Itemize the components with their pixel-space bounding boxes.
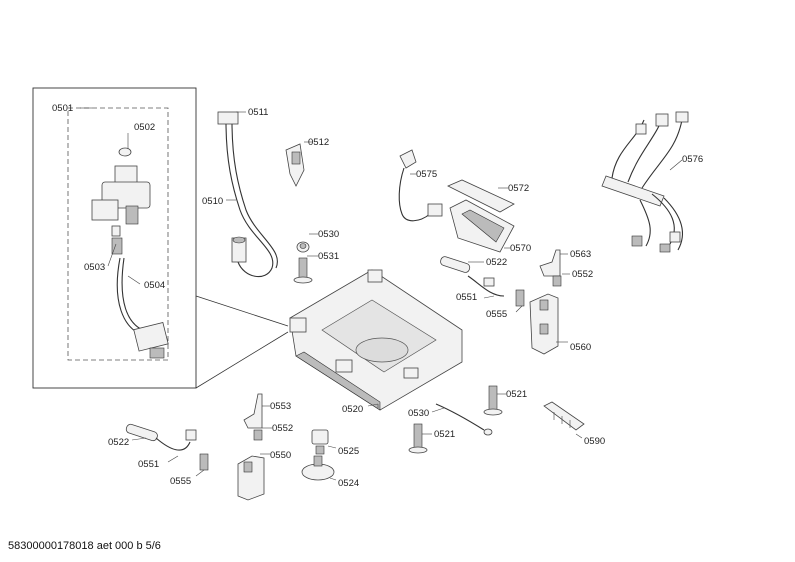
disc-part-0524 — [301, 455, 337, 481]
drain-hose-part — [217, 111, 278, 278]
label-0524: 0524 — [338, 478, 359, 489]
sensor-cable-part-0575 — [398, 149, 443, 222]
label-0555-left: 0555 — [170, 476, 191, 487]
holder-part-0570 — [449, 199, 515, 253]
clip-part-0552b — [253, 427, 272, 441]
drain-hose-leaders — [226, 111, 246, 201]
wiring-harness-part — [601, 111, 689, 253]
label-0575: 0575 — [416, 169, 437, 180]
hook-part-0555b — [195, 453, 209, 477]
detail-hose-part — [116, 257, 169, 359]
hinge-part-0563 — [539, 249, 568, 277]
label-0553: 0553 — [270, 401, 291, 412]
label-0550: 0550 — [270, 450, 291, 461]
label-0501: 0501 — [52, 103, 73, 114]
label-0552-right: 0552 — [572, 269, 593, 280]
label-0520: 0520 — [342, 404, 363, 415]
clip-part-0512 — [285, 141, 312, 187]
label-0525: 0525 — [338, 446, 359, 457]
spring-part-0522a — [440, 256, 484, 273]
label-0576: 0576 — [682, 154, 703, 165]
clip-part-0552a — [552, 273, 570, 287]
base-tub-part — [289, 269, 463, 411]
label-0522-right: 0522 — [486, 257, 507, 268]
hook-part-0555a — [515, 289, 525, 313]
label-0590: 0590 — [584, 436, 605, 447]
label-0503: 0503 — [84, 262, 105, 273]
label-0551-left: 0551 — [138, 459, 159, 470]
label-0560: 0560 — [570, 342, 591, 353]
label-0512: 0512 — [308, 137, 329, 148]
document-id: 58300000178018 aet 000 b 5/6 — [8, 540, 161, 552]
foot-screw-part-0531 — [293, 255, 318, 284]
spring-part-0522b — [125, 423, 158, 442]
detail-box — [32, 87, 289, 389]
label-0551-right: 0551 — [456, 292, 477, 303]
label-0530-top: 0530 — [318, 229, 339, 240]
label-0510: 0510 — [202, 196, 223, 207]
label-0521-left: 0521 — [434, 429, 455, 440]
strip-part-0590 — [543, 401, 585, 439]
detail-callout-line-bottom — [195, 331, 289, 389]
foot-screw-part-0521b — [408, 423, 432, 454]
bracket-part-0550 — [237, 453, 270, 501]
label-0521-right: 0521 — [506, 389, 527, 400]
bracket-part-0560 — [529, 293, 568, 355]
label-0555-right: 0555 — [486, 309, 507, 320]
clip-part-0525 — [311, 429, 337, 455]
label-0572: 0572 — [508, 183, 529, 194]
detail-leaders — [80, 107, 141, 285]
cable-part-0530b — [431, 403, 493, 436]
foot-screw-part-0521a — [483, 385, 506, 416]
label-0502: 0502 — [134, 122, 155, 133]
hinge-part-0553 — [243, 393, 270, 429]
cable-part-0551a — [467, 275, 505, 299]
inlet-valve-part — [91, 147, 151, 255]
label-0530-bottom: 0530 — [408, 408, 429, 419]
detail-callout-line-top — [195, 295, 289, 327]
label-0570: 0570 — [510, 243, 531, 254]
label-0531: 0531 — [318, 251, 339, 262]
label-0504: 0504 — [144, 280, 165, 291]
label-0552-left: 0552 — [272, 423, 293, 434]
cover-part-0572 — [447, 179, 515, 213]
label-0563: 0563 — [570, 249, 591, 260]
label-0522-left: 0522 — [108, 437, 129, 448]
cap-part-0530 — [296, 233, 318, 253]
label-0511: 0511 — [248, 107, 268, 118]
cable-part-0551b — [155, 429, 197, 463]
